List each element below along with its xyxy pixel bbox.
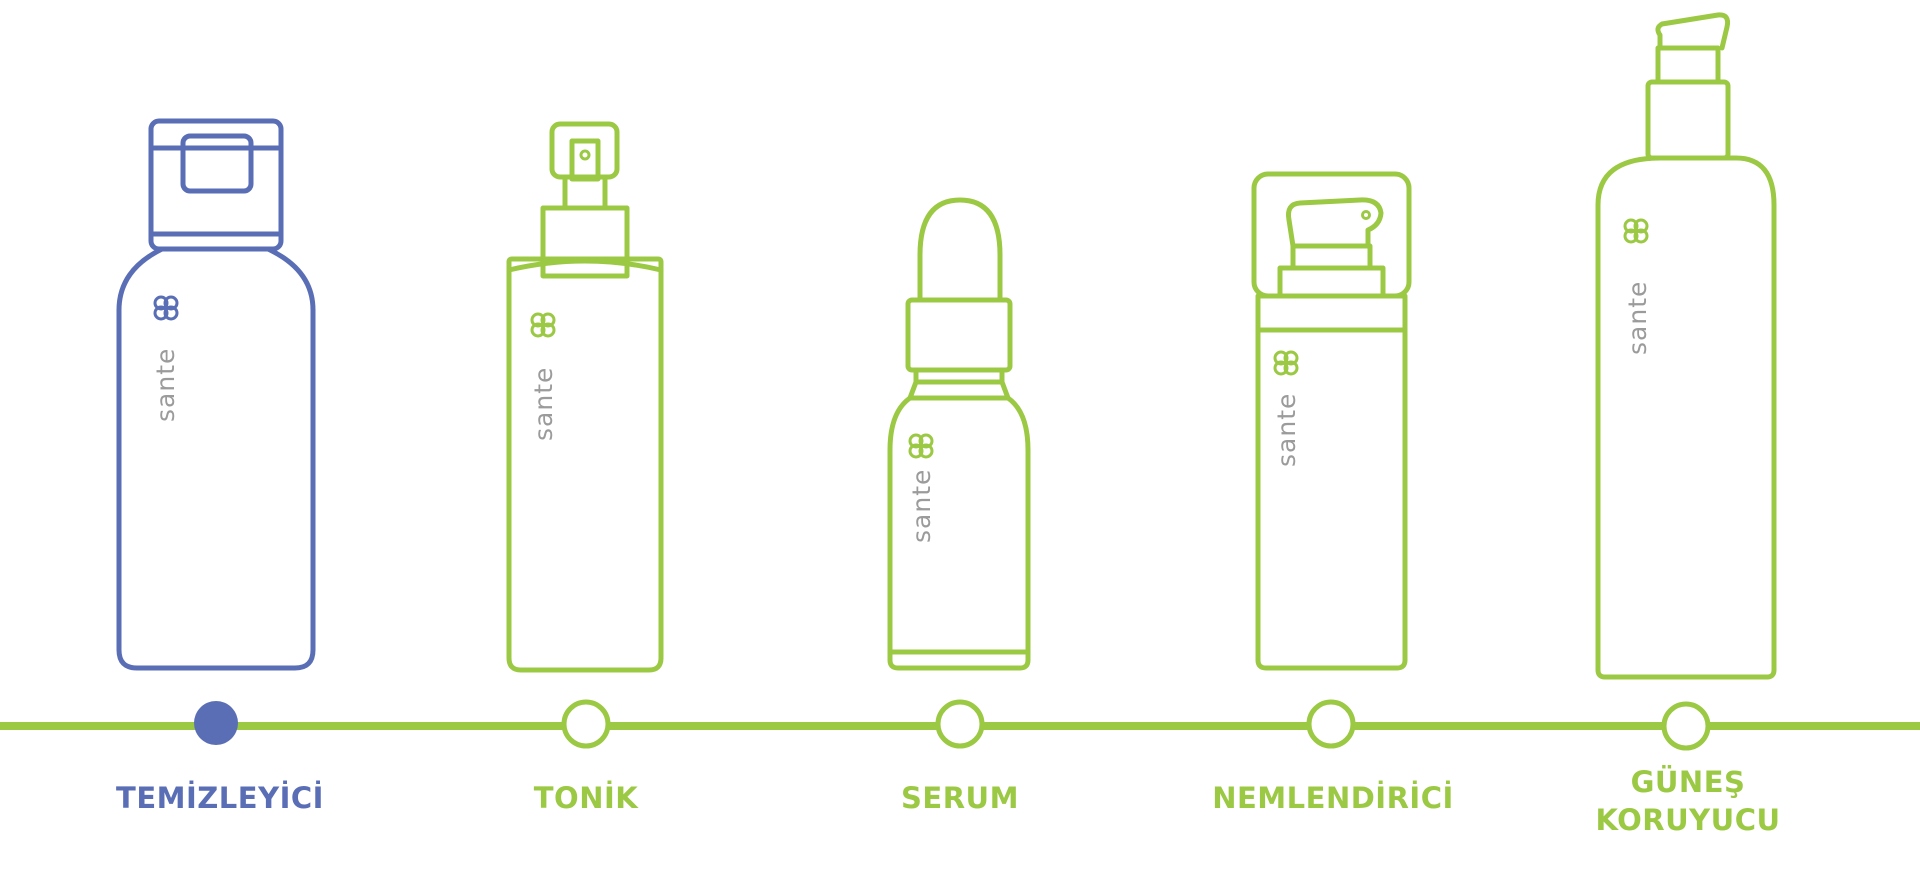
serum-dropper-bottle-icon[interactable] xyxy=(887,197,1031,671)
step-label-line-1: GÜNEŞ xyxy=(1630,765,1746,799)
brand-logo-text: sante xyxy=(529,367,558,441)
brand-logo-text: sante xyxy=(907,469,936,543)
step-label-gunes-koruyucu[interactable]: GÜNEŞ KORUYUCU xyxy=(1518,763,1858,839)
sante-logo-icon xyxy=(1273,350,1299,376)
sante-logo-icon xyxy=(153,295,179,321)
step-marker-serum[interactable] xyxy=(935,699,985,749)
sante-logo-icon xyxy=(908,433,934,459)
sunscreen-pump-bottle-icon[interactable] xyxy=(1595,12,1777,680)
brand-logo-text: sante xyxy=(151,348,180,422)
moisturizer-pump-jar-icon[interactable] xyxy=(1251,171,1412,671)
cleanser-bottle-icon[interactable] xyxy=(116,118,316,671)
brand-logo-text: sante xyxy=(1272,393,1301,467)
step-marker-nemlendirici[interactable] xyxy=(1306,699,1356,749)
step-label-serum[interactable]: SERUM xyxy=(901,781,1019,815)
brand-logo-text: sante xyxy=(1623,281,1652,355)
sante-logo-icon xyxy=(1623,218,1649,244)
toner-spray-bottle-icon[interactable] xyxy=(506,121,664,673)
step-label-tonik[interactable]: TONİK xyxy=(533,781,639,815)
step-marker-tonik[interactable] xyxy=(561,699,611,749)
step-label-nemlendirici[interactable]: NEMLENDİRİCİ xyxy=(1212,781,1454,815)
step-label-temizleyici[interactable]: TEMİZLEYİCİ xyxy=(116,781,324,815)
sante-logo-icon xyxy=(530,312,556,338)
step-marker-temizleyici[interactable] xyxy=(194,701,238,745)
step-label-line-2: KORUYUCU xyxy=(1595,803,1781,837)
step-marker-gunes-koruyucu[interactable] xyxy=(1661,701,1711,751)
